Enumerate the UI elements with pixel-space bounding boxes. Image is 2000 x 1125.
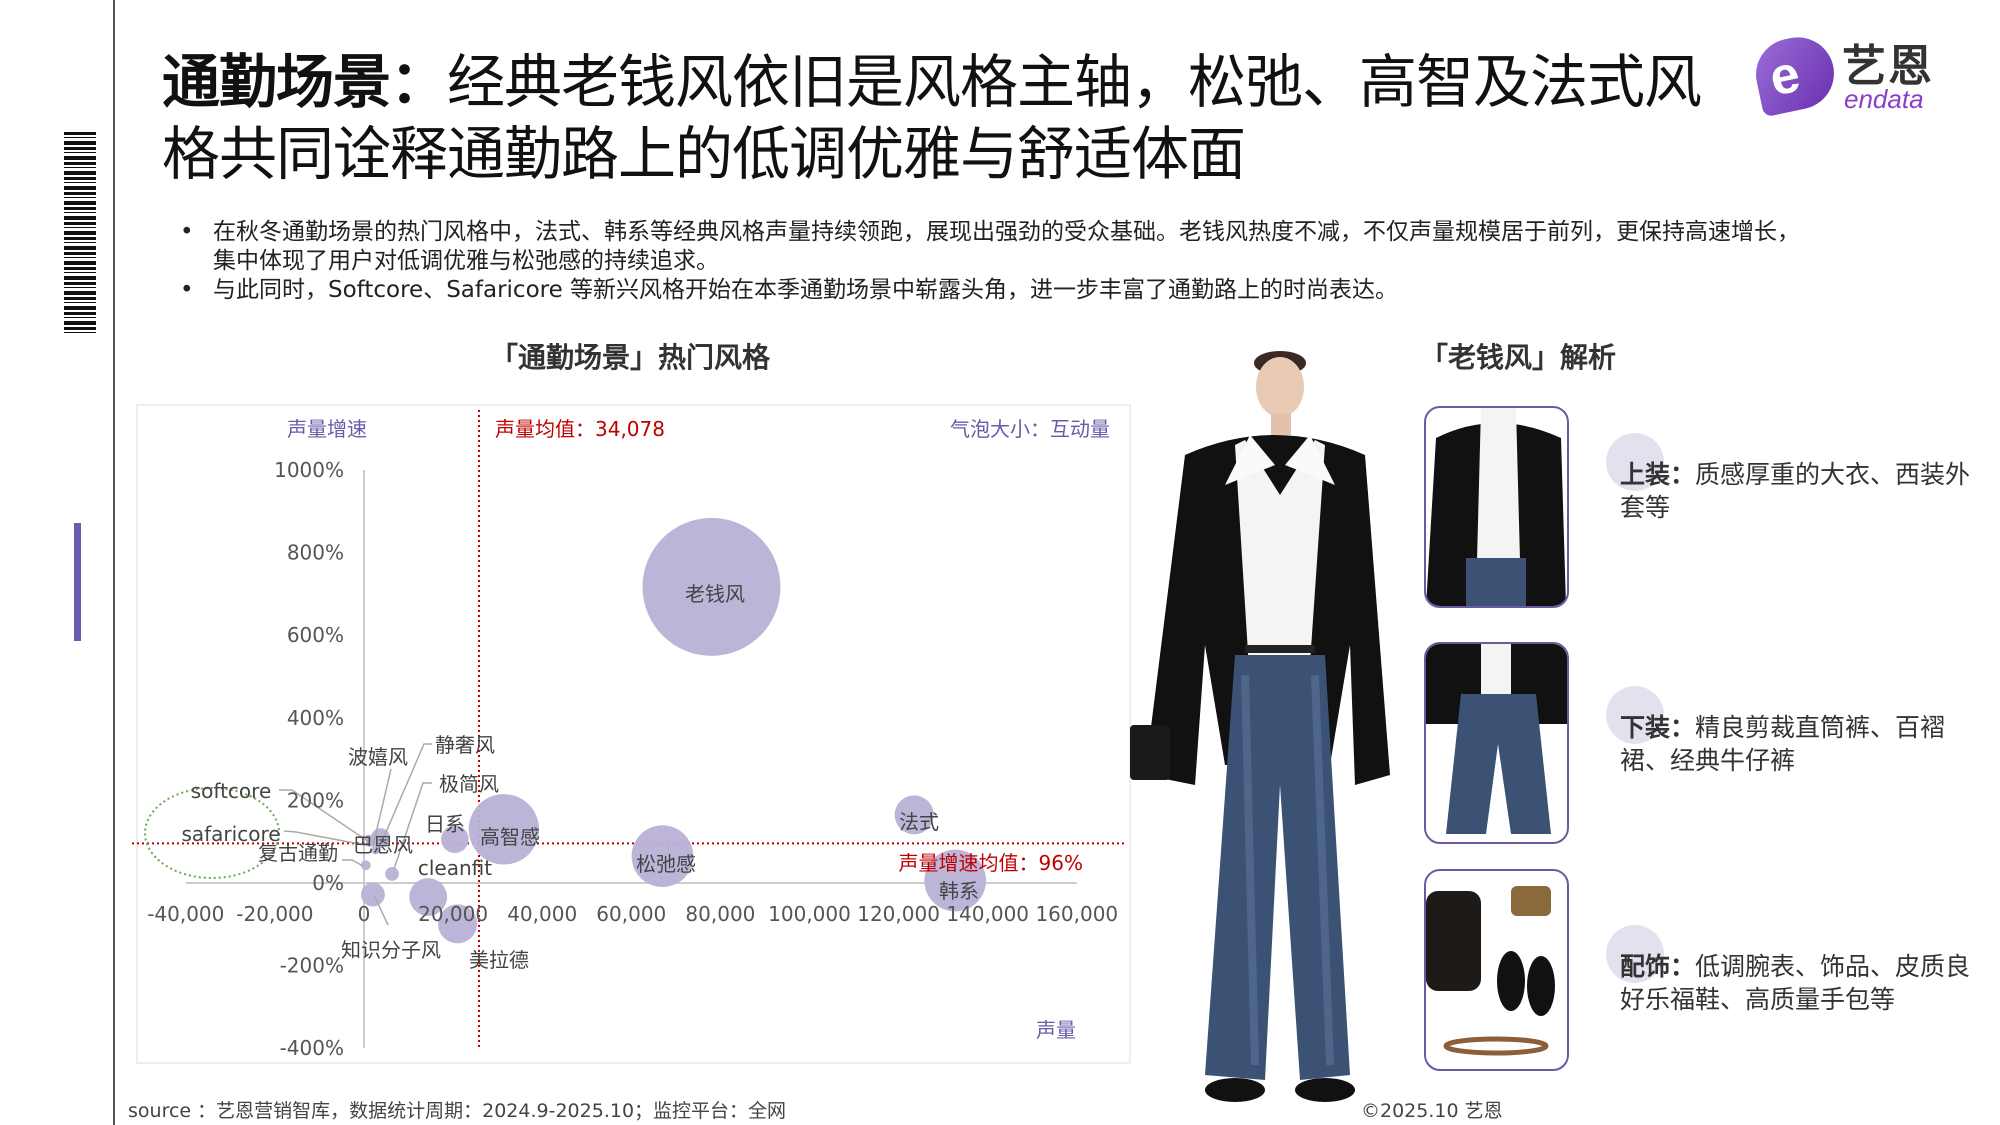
leader-line: [393, 782, 432, 870]
item-text: 低调腕表、饰品、皮质良好乐福鞋、高质量手包等: [1620, 952, 1971, 1014]
endata-logo: e 艺恩 endata: [1749, 30, 1966, 118]
title-bold: 通勤场景：: [162, 48, 448, 116]
x-tick-label: -40,000: [147, 902, 224, 926]
x-tick-label: 60,000: [596, 902, 666, 926]
summary-bullets: 在秋冬通勤场景的热门风格中，法式、韩系等经典风格声量持续领跑，展现出强劲的受众基…: [180, 218, 1810, 305]
bubble-cleanfit: [409, 878, 448, 916]
item-label: 下装: [1620, 713, 1671, 742]
y-tick-label: 400%: [287, 706, 344, 730]
point-label: 知识分子风: [341, 938, 441, 962]
bubble-老钱风: [642, 517, 781, 656]
bubble-复古通勤: [360, 860, 371, 871]
point-label: 韩系: [939, 879, 979, 903]
item-text: 质感厚重的大衣、西装外套等: [1620, 460, 1971, 522]
point-label: softcore: [191, 779, 272, 803]
emerging-styles-highlight: [144, 787, 280, 879]
point-label: safaricore: [181, 822, 280, 846]
y-mean-label: 声量增速均值：96%: [899, 851, 1083, 875]
accent-bar: [74, 523, 81, 641]
point-label: 静奢风: [435, 733, 495, 757]
bubble-美拉德: [438, 904, 478, 944]
point-label: 巴恩风: [353, 833, 413, 857]
bubble-chart: -40,000 -20,000 0 20,000 40,000 60,000 80,000 1…: [132, 410, 1125, 1060]
analysis-item-bottom: 下装：精良剪裁直筒裤、百褶裙、经典牛仔裤: [1620, 711, 1980, 777]
point-label: cleanfit: [418, 856, 492, 880]
x-mean-label: 声量均值：34,078: [495, 417, 665, 441]
x-tick-label: 80,000: [685, 902, 755, 926]
logo-en: endata: [1844, 84, 1924, 114]
analysis-item-top: 上装：质感厚重的大衣、西装外套等: [1620, 458, 1980, 524]
bubble-高智感: [468, 794, 540, 865]
y-tick-label: -400%: [280, 1036, 344, 1060]
leader-line: [279, 789, 370, 843]
y-tick-label: 1000%: [274, 458, 344, 482]
bubble-韩系: [924, 849, 987, 912]
page-title: 通勤场景：经典老钱风依旧是风格主轴，松弛、高智及法式风格共同诠释通勤路上的低调优…: [162, 46, 1752, 190]
analysis-item-accessories: 配饰：低调腕表、饰品、皮质良好乐福鞋、高质量手包等: [1620, 950, 1980, 1016]
accessories-image: [1424, 869, 1569, 1071]
point-label: 波嬉风: [348, 745, 408, 769]
item-label: 上装: [1620, 460, 1671, 489]
title-rest: 经典老钱风依旧是风格主轴，松弛、高智及法式风格共同诠释通勤路上的低调优雅与舒适体…: [162, 48, 1702, 188]
point-label: 法式: [899, 810, 939, 834]
y-tick-label: 0%: [312, 871, 344, 895]
bubble-size-legend: 气泡大小：互动量: [950, 417, 1110, 441]
x-tick-label: 140,000: [946, 902, 1029, 926]
point-label: 日系: [425, 812, 465, 836]
decor-circle: [1606, 925, 1664, 983]
point-label: 松弛感: [636, 852, 696, 876]
point-label: 极简风: [439, 772, 499, 796]
x-tick-label: 160,000: [1035, 902, 1118, 926]
analysis-title: 「老钱风」解析: [1420, 341, 1617, 374]
left-divider: [113, 0, 115, 1125]
y-axis-title: 声量增速: [287, 417, 367, 441]
point-label: 美拉德: [469, 948, 529, 972]
bubble-法式: [894, 795, 934, 835]
leader-line: [373, 894, 389, 926]
y-tick-label: -200%: [280, 954, 344, 978]
leader-line: [283, 830, 371, 847]
leader-line: [342, 859, 364, 867]
y-tick-label: 800%: [287, 541, 344, 565]
top-wear-image: [1424, 406, 1569, 608]
item-sep: ：: [1670, 460, 1696, 489]
bubble-日系: [441, 825, 469, 854]
x-tick-label: 20,000: [418, 902, 488, 926]
model-photo: [1130, 351, 1390, 1102]
bullet-item: 在秋冬通勤场景的热门风格中，法式、韩系等经典风格声量持续领跑，展现出强劲的受众基…: [180, 218, 1810, 276]
decor-circle: [1606, 686, 1664, 744]
y-tick-label: 200%: [287, 788, 344, 812]
decor-circle: [1606, 433, 1664, 491]
item-sep: ：: [1670, 713, 1696, 742]
bullet-item: 与此同时，Softcore、Safaricore 等新兴风格开始在本季通勤场景中…: [180, 276, 1810, 305]
leader-line: [376, 743, 432, 854]
leader-line: [372, 768, 392, 847]
y-tick-label: 600%: [287, 623, 344, 647]
logo-cn: 艺恩: [1842, 41, 1934, 92]
x-tick-label: 40,000: [507, 902, 577, 926]
item-text: 精良剪裁直筒裤、百褶裙、经典牛仔裤: [1620, 713, 1946, 775]
point-label: 高智感: [480, 825, 540, 849]
bubble-极简风: [385, 867, 399, 881]
logo-e-icon: e: [1749, 30, 1841, 118]
x-tick-label: -20,000: [236, 902, 313, 926]
item-label: 配饰: [1620, 952, 1671, 981]
point-label: 老钱风: [685, 582, 745, 606]
source-note: source ：艺恩营销智库，数据统计周期：2024.9-2025.10；监控平…: [128, 1100, 787, 1122]
x-tick-label: 100,000: [768, 902, 851, 926]
x-tick-label: 0: [358, 902, 371, 926]
bottom-wear-image: [1424, 642, 1569, 844]
point-label: 复古通勤: [258, 841, 338, 865]
item-sep: ：: [1670, 952, 1696, 981]
chart-title: 「通勤场景」热门风格: [490, 341, 771, 374]
bubble-松弛感: [631, 825, 694, 888]
bubble-知识分子风: [360, 882, 385, 907]
x-tick-label: 120,000: [857, 902, 940, 926]
barcode-decoration: [64, 132, 96, 336]
copyright: ©2025.10 艺恩: [1361, 1100, 1503, 1122]
x-axis-title: 声量: [1036, 1018, 1076, 1042]
